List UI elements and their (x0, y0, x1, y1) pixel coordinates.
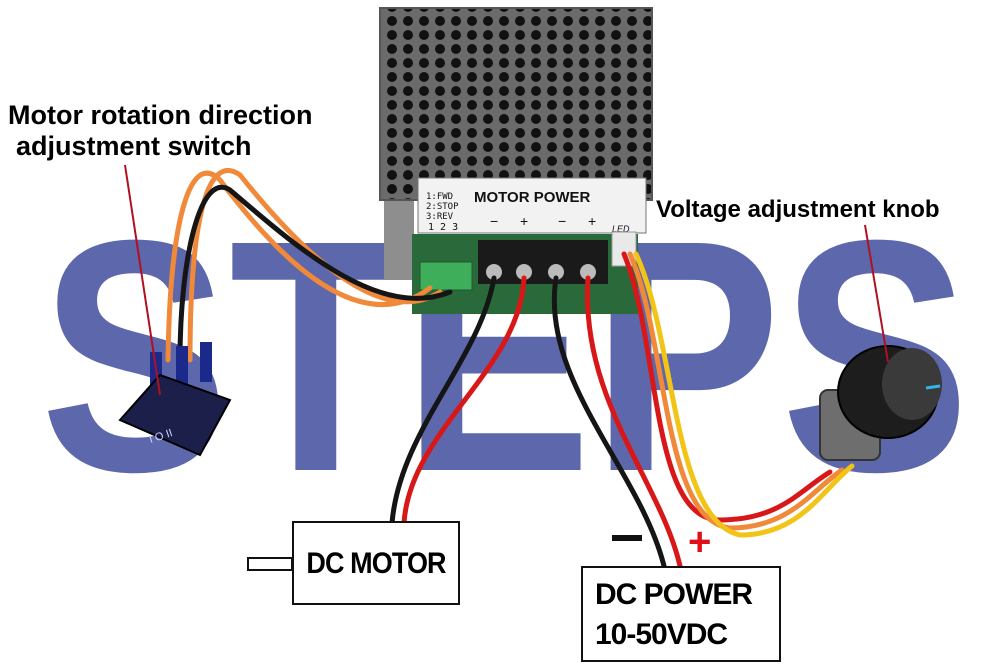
knob-wire-yellow (633, 251, 855, 538)
direction-switch: I O II (118, 342, 232, 457)
controller-panel (417, 177, 647, 234)
motor-shaft (247, 557, 293, 571)
switch-wire-orange (187, 167, 443, 363)
minus-polarity-mark (612, 535, 642, 541)
terminal-power-minus-mark: − (558, 213, 566, 229)
terminal-motor-minus-mark: − (490, 213, 498, 229)
power-wire-red (584, 275, 683, 569)
switch-label-line1: Motor rotation direction (8, 100, 313, 130)
switch-label: Motor rotation direction adjustment swit… (8, 100, 312, 162)
terminal-screw (548, 264, 564, 280)
motor-wire-red (401, 275, 527, 526)
controller-box: MOTOR POWER 1:FWD 2:STOP 3:REV 1 2 3 − +… (379, 7, 653, 314)
switch-label-line2: adjustment switch (16, 131, 252, 162)
dc-motor-box: DC MOTOR (292, 521, 460, 605)
dc-motor-label: DC MOTOR (306, 547, 446, 580)
terminal-screw (516, 264, 532, 280)
switch-pin (176, 346, 188, 386)
terminal-screw (486, 264, 502, 280)
mode-numbers: 1 2 3 (428, 222, 458, 233)
knob-wire-red (621, 251, 833, 523)
knob-label: Voltage adjustment knob (656, 196, 940, 223)
controller-side (384, 200, 414, 280)
terminal-motor-plus-mark: + (520, 213, 528, 229)
switch-body (118, 373, 232, 457)
terminal-power-plus-mark: + (588, 213, 596, 229)
led-label: LED (612, 224, 630, 234)
switch-connector (419, 261, 473, 291)
knob-indicator (925, 384, 941, 390)
switch-callout-line (124, 164, 161, 396)
switch-wire-black (177, 184, 453, 363)
motor-wire-black (389, 275, 497, 526)
switch-pin (200, 342, 212, 382)
plus-polarity-mark: + (688, 520, 712, 564)
mode-stop: 2:STOP (426, 202, 459, 212)
motor-wires (389, 275, 527, 526)
controller-cover (379, 7, 653, 201)
dc-power-box: DC POWER 10-50VDC (581, 566, 781, 662)
switch-wires (165, 167, 453, 363)
power-wire-black (551, 275, 667, 569)
mode-rev: 3:REV (426, 212, 454, 222)
terminal-screw (580, 264, 596, 280)
knob-callout-line (864, 224, 889, 363)
power-wires (551, 275, 683, 569)
dc-power-label: DC POWER (595, 578, 753, 611)
knob-top (882, 348, 942, 420)
dc-power-voltage: 10-50VDC (595, 618, 728, 651)
voltage-knob (819, 345, 942, 461)
knob-wire-orange (627, 251, 845, 531)
switch-wire-orange (165, 170, 433, 363)
panel-title: MOTOR POWER (474, 189, 591, 206)
mode-fwd: 1:FWD (426, 192, 453, 202)
knob-wires (621, 251, 855, 538)
